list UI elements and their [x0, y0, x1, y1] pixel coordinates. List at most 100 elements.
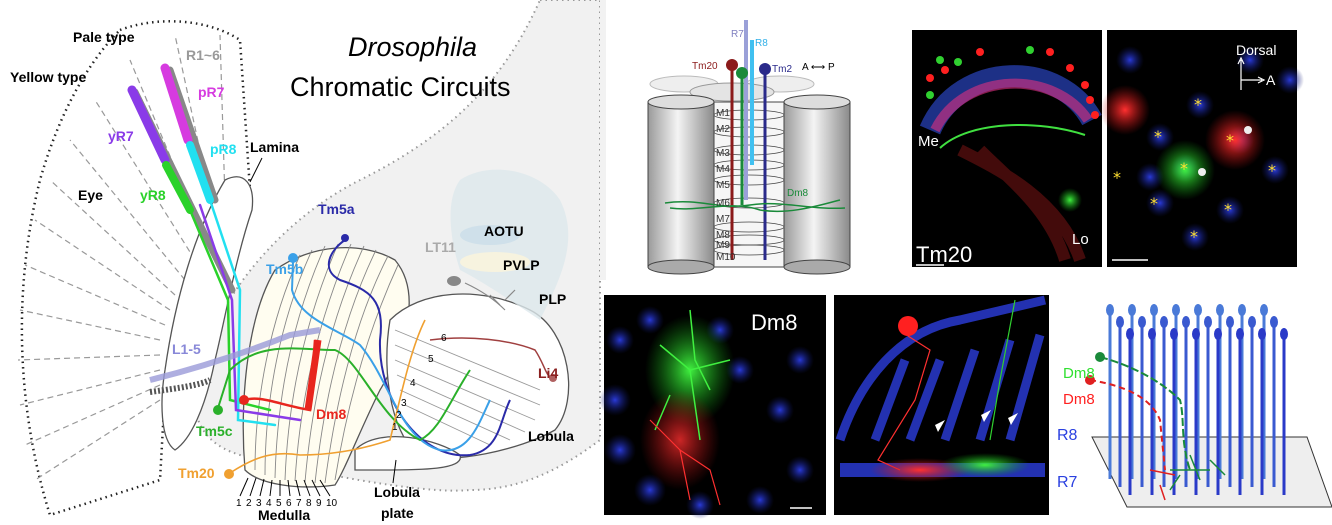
rod-head — [1192, 328, 1200, 340]
rod-head — [1270, 316, 1278, 328]
layer-label: M5 — [716, 180, 730, 191]
layer-number: 8 — [306, 498, 312, 509]
micrograph-dm8: Dm8 — [599, 295, 826, 519]
label-tm5c: Tm5c — [196, 423, 233, 439]
dm8-soma — [898, 316, 918, 336]
tm5a-neuron — [327, 239, 511, 457]
lt11-soma — [447, 276, 461, 286]
layer-label: M9 — [716, 240, 730, 251]
layer-label: M1 — [716, 108, 730, 119]
column-layer-labels: M1 M2 M3 M4 M5 M6 M7 M8 M9 M10 — [716, 108, 736, 263]
tm5c-soma — [213, 405, 223, 415]
label-pr7: pR7 — [198, 84, 225, 100]
arrow-markers — [935, 410, 1018, 432]
rod-head — [1148, 328, 1156, 340]
yr7-cell — [127, 85, 170, 165]
layer-number: 5 — [428, 354, 434, 365]
photoreceptors — [127, 63, 302, 427]
label-r8: R8 — [755, 38, 768, 49]
tm20-neuron — [229, 319, 426, 474]
rod-head — [1128, 304, 1136, 316]
label-pale-type: Pale type — [73, 29, 135, 45]
lobula-outline — [386, 293, 570, 459]
layer-number: 1 — [236, 498, 242, 509]
rod-head — [1226, 316, 1234, 328]
label-pr8: pR8 — [210, 141, 237, 157]
svg-text:*: * — [1150, 194, 1158, 213]
label-yellow-type: Yellow type — [10, 69, 86, 85]
rod-head — [1280, 328, 1288, 340]
layer-label: M6 — [716, 198, 730, 209]
li4-neuron — [429, 337, 553, 379]
label-tm20-micrograph: Tm20 — [916, 242, 972, 267]
label-axis: A ⟷ P — [802, 62, 835, 73]
micrograph-tm20: Me Lo Tm20 — [912, 30, 1102, 267]
medulla-columns — [254, 243, 399, 484]
label-r8: R8 — [1057, 427, 1078, 444]
label-tm20: Tm20 — [692, 61, 718, 72]
label-me: Me — [918, 133, 939, 150]
layer-number: 4 — [410, 378, 416, 389]
central-brain-regions — [450, 169, 569, 320]
label-lobula: Lobula — [528, 428, 574, 444]
svg-text:*: * — [1190, 227, 1198, 246]
lamina-outline — [161, 176, 254, 451]
rod-head — [1106, 304, 1114, 316]
layer-number: 6 — [441, 333, 447, 344]
photoreceptor-array-diagram: Dm8 Dm8 R8 R7 — [1057, 304, 1332, 508]
layer-number: 4 — [266, 498, 272, 509]
layer-number: 6 — [286, 498, 292, 509]
svg-text:*: * — [1154, 127, 1162, 146]
l1-5-neurons — [149, 327, 321, 383]
lobula-layers — [394, 329, 541, 446]
main-diagram: Drosophila Chromatic Circuits Pale type … — [10, 0, 601, 523]
eye-ommatidia-lines — [17, 34, 226, 481]
rod-head — [1150, 304, 1158, 316]
tm5c-neuron — [217, 347, 471, 442]
rod-head — [1258, 328, 1266, 340]
layer-number: 1 — [392, 422, 398, 433]
rod-head — [1248, 316, 1256, 328]
li4-soma — [549, 374, 557, 382]
label-r1-6: R1~6 — [186, 47, 220, 63]
lamina-terminals — [149, 377, 212, 395]
rod-head — [1116, 316, 1124, 328]
yr8-cell — [162, 161, 194, 214]
rod-head — [1182, 316, 1190, 328]
rod-head — [1138, 316, 1146, 328]
label-r7: R7 — [1057, 474, 1078, 491]
label-tm5a: Tm5a — [318, 201, 355, 217]
rod-head — [1172, 304, 1180, 316]
rod-head — [1216, 304, 1224, 316]
label-dm8-green: Dm8 — [1063, 365, 1095, 382]
tm5b-neuron — [290, 261, 491, 452]
micrograph-dm8-top-view: *** *** *** Dorsal A — [1100, 30, 1304, 267]
layer-number: 9 — [316, 498, 322, 509]
orientation-arrows-icon — [1237, 56, 1266, 90]
label-lamina: Lamina — [250, 139, 299, 155]
layer-label: M4 — [716, 164, 730, 175]
svg-text:*: * — [1226, 131, 1234, 150]
dm8-soma — [239, 395, 249, 405]
label-eye: Eye — [78, 187, 103, 203]
label-dm8: Dm8 — [316, 406, 347, 422]
micrograph-side-view — [834, 295, 1049, 515]
svg-text:*: * — [1194, 95, 1202, 114]
rod-head — [1126, 328, 1134, 340]
tm5a-soma — [341, 234, 349, 242]
svg-text:*: * — [1113, 168, 1121, 187]
medulla-layer-numbers: 1 2 3 4 5 6 7 8 9 10 — [236, 498, 338, 509]
label-dorsal: Dorsal — [1236, 42, 1276, 58]
rod-head — [1260, 304, 1268, 316]
tm5b-soma — [288, 253, 298, 263]
label-li4: Li4 — [538, 365, 558, 381]
label-yr7: yR7 — [108, 128, 134, 144]
label-dm8-micrograph: Dm8 — [751, 310, 797, 335]
label-aotu: AOTU — [484, 223, 524, 239]
label-plp: PLP — [539, 291, 566, 307]
svg-text:*: * — [1180, 159, 1188, 178]
lobula-layer-numbers: 1 2 3 4 5 6 — [392, 333, 447, 433]
svg-text:*: * — [1224, 200, 1232, 219]
layer-number: 7 — [296, 498, 302, 509]
